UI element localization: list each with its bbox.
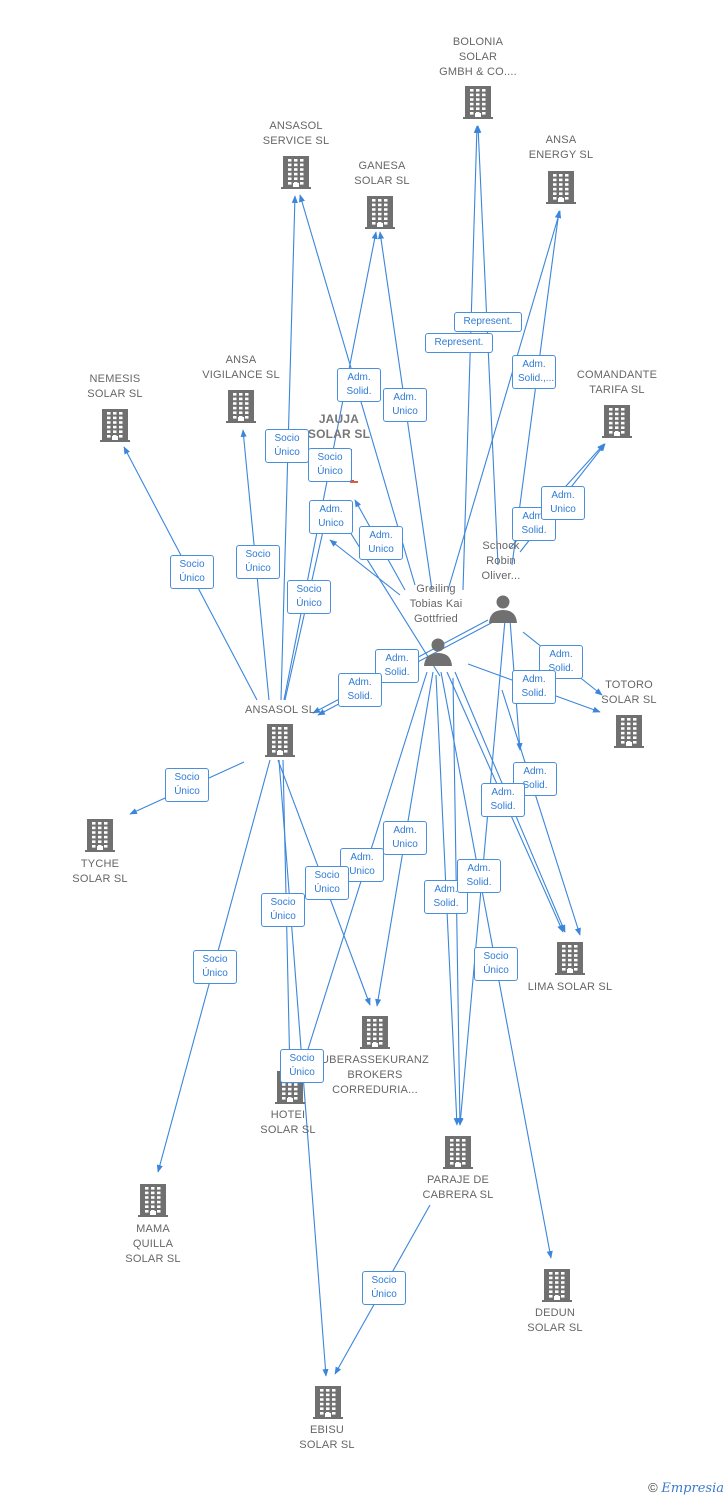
edge-label[interactable]: Adm. Solid. xyxy=(457,859,501,893)
building-icon[interactable] xyxy=(463,86,493,119)
building-icon[interactable] xyxy=(265,724,295,757)
edge-label[interactable]: Adm. Solid. xyxy=(513,762,557,796)
node-label-ansasol[interactable]: ANSASOL SL xyxy=(244,703,316,716)
node-label-ansa-vigilance[interactable]: ANSA VIGILANCE SL xyxy=(202,354,280,381)
edges xyxy=(123,125,606,1377)
building-icon[interactable] xyxy=(226,390,256,423)
node-label-nemesis[interactable]: NEMESIS SOLAR SL xyxy=(87,373,143,400)
node-label-ganesa[interactable]: GANESA SOLAR SL xyxy=(354,160,410,187)
edge-label[interactable]: Adm. Unico xyxy=(541,486,585,520)
person-icon[interactable] xyxy=(489,595,517,624)
building-icon[interactable] xyxy=(365,196,395,229)
node-label-ansa-energy[interactable]: ANSA ENERGY SL xyxy=(528,134,594,161)
node-label-totoro[interactable]: TOTORO SOLAR SL xyxy=(601,679,657,706)
edge-label[interactable]: Adm. Solid. xyxy=(375,649,419,683)
relationship-edge xyxy=(291,671,428,1101)
node-label-jauja[interactable]: JAUJA SOLAR SL xyxy=(307,412,371,441)
building-icon[interactable] xyxy=(360,1016,390,1049)
building-icon[interactable] xyxy=(542,1269,572,1302)
edge-label[interactable]: Represent. xyxy=(454,312,522,332)
copyright-symbol: © xyxy=(648,1480,658,1495)
building-icon[interactable] xyxy=(313,1386,343,1419)
node-label-ebisu[interactable]: EBISU SOLAR SL xyxy=(299,1424,355,1451)
edge-label[interactable]: Adm. Solid. xyxy=(338,673,382,707)
edge-label[interactable]: Adm. Solid. xyxy=(337,368,381,402)
node-label-paraje[interactable]: PARAJE DE CABRERA SL xyxy=(422,1174,494,1201)
building-icon[interactable] xyxy=(85,819,115,852)
node-label-tyche[interactable]: TYCHE SOLAR SL xyxy=(72,858,128,885)
main-node-marker xyxy=(350,481,358,483)
building-icon[interactable] xyxy=(100,409,130,442)
edge-label[interactable]: Socio Único xyxy=(308,448,352,482)
node-label-hotei[interactable]: HOTEI SOLAR SL xyxy=(260,1109,316,1136)
building-icon[interactable] xyxy=(281,156,311,189)
node-label-dedun[interactable]: DEDUN SOLAR SL xyxy=(527,1307,583,1334)
building-icon[interactable] xyxy=(602,405,632,438)
node-label-mama-quilla[interactable]: MAMA QUILLA SOLAR SL xyxy=(125,1222,181,1265)
node-label-ansasol-service[interactable]: ANSASOL SERVICE SL xyxy=(262,120,330,147)
edge-label[interactable]: Socio Único xyxy=(265,429,309,463)
node-label-schock[interactable]: Schock Robin Oliver... xyxy=(481,539,521,582)
edge-label[interactable]: Represent. xyxy=(425,333,493,353)
building-icon[interactable] xyxy=(138,1184,168,1217)
edge-label[interactable]: Adm. Solid.,... xyxy=(512,355,556,389)
edge-label[interactable]: Socio Único xyxy=(236,545,280,579)
edge-label[interactable]: Socio Único xyxy=(362,1271,406,1305)
edge-label[interactable]: Socio Único xyxy=(280,1049,324,1083)
relationship-edge xyxy=(501,689,581,936)
edge-label[interactable]: Socio Único xyxy=(305,866,349,900)
edge-label[interactable]: Adm. Unico xyxy=(309,500,353,534)
node-label-comandante[interactable]: COMANDANTE TARIFA SL xyxy=(576,369,658,396)
footer: © Empresia xyxy=(648,1480,724,1496)
node-label-uberassekuranz[interactable]: UBERASSEKURANZ BROKERS CORREDURIA... xyxy=(321,1053,429,1096)
building-icon[interactable] xyxy=(555,942,585,975)
relationship-edge xyxy=(447,210,561,591)
edge-label[interactable]: Adm. Unico xyxy=(383,388,427,422)
edge-label[interactable]: Socio Único xyxy=(193,950,237,984)
edge-label[interactable]: Socio Único xyxy=(474,947,518,981)
edge-label[interactable]: Socio Único xyxy=(165,768,209,802)
edge-label[interactable]: Adm. Solid. xyxy=(539,645,583,679)
edge-label[interactable]: Socio Único xyxy=(287,580,331,614)
node-label-bolonia[interactable]: BOLONIA SOLAR GMBH & CO.... xyxy=(439,35,517,78)
building-icon[interactable] xyxy=(443,1136,473,1169)
brand-logo[interactable]: Empresia xyxy=(661,1481,724,1496)
edge-label[interactable]: Socio Único xyxy=(170,555,214,589)
node-label-lima[interactable]: LIMA SOLAR SL xyxy=(527,980,613,993)
relationship-edge xyxy=(462,125,480,591)
edge-label[interactable]: Adm. Solid. xyxy=(481,783,525,817)
edge-label[interactable]: Socio Único xyxy=(261,893,305,927)
edge-label[interactable]: Adm. Unico xyxy=(383,821,427,855)
relationship-edge xyxy=(329,539,401,596)
building-icon[interactable] xyxy=(546,171,576,204)
edge-label[interactable]: Adm. Solid. xyxy=(512,670,556,704)
person-icon[interactable] xyxy=(424,638,452,667)
building-icon[interactable] xyxy=(614,715,644,748)
node-label-greiling[interactable]: Greiling Tobias Kai Gottfried xyxy=(409,582,463,625)
edge-label[interactable]: Adm. Unico xyxy=(359,526,403,560)
